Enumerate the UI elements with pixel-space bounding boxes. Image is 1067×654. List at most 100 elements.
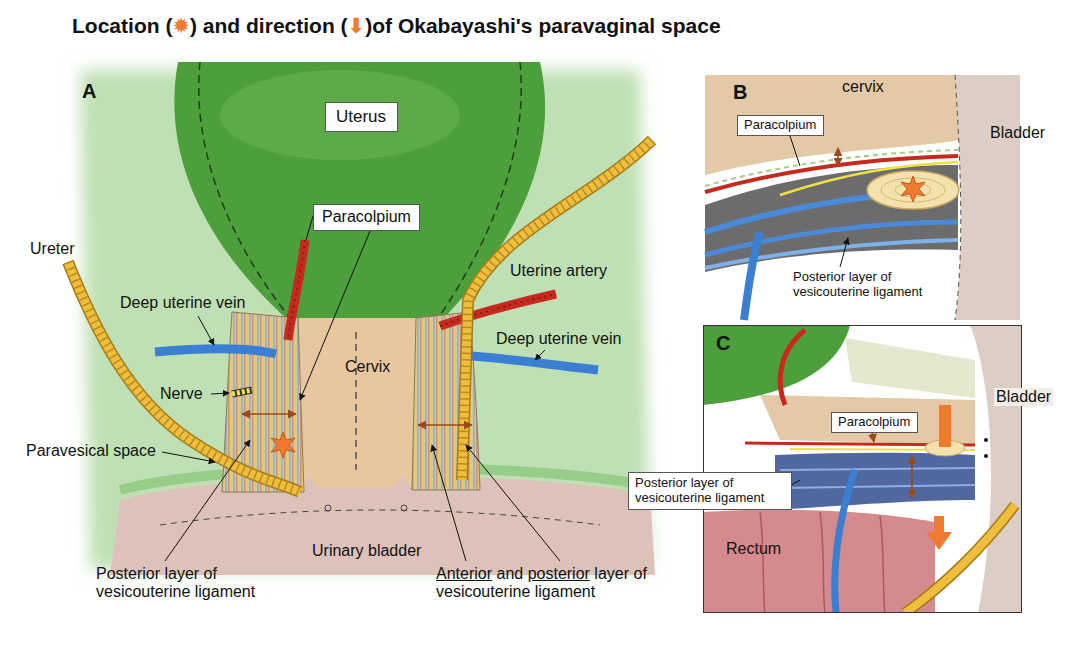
panel-c-illustration — [845, 338, 975, 398]
part-label: Cervix — [345, 358, 390, 376]
uterus-shape — [174, 62, 545, 322]
panel-c-illustration — [905, 505, 1015, 613]
blood-vessels — [155, 349, 276, 355]
uterus-shape — [199, 62, 300, 330]
uterus-shape — [174, 62, 545, 330]
panel-c-illustration — [880, 516, 885, 613]
part-label: Paravesical space — [26, 442, 156, 460]
star-marker — [271, 432, 295, 458]
panel-c-illustration — [703, 325, 1022, 613]
panel-c-illustration — [984, 438, 988, 442]
leader-line — [466, 445, 560, 561]
part-label: cervix — [842, 78, 884, 96]
panel-b-illustration — [705, 240, 958, 268]
star-marker — [271, 432, 295, 458]
box-text: Paracolpium — [838, 415, 910, 430]
panel-b-illustration — [901, 176, 925, 202]
panel-c-illustration — [905, 505, 1015, 613]
leader-line — [432, 445, 466, 561]
panel-b-illustration — [705, 75, 1020, 320]
panel-b-illustration — [955, 75, 1020, 320]
label-box: Posterior layer of vesicouterine ligamen… — [628, 472, 792, 510]
paracolpium-tissue — [222, 312, 480, 492]
panel-c-illustration — [780, 330, 805, 405]
part-label: Urinary bladder — [312, 542, 421, 560]
ureter-tube — [462, 140, 652, 480]
cervix-shape — [292, 318, 422, 488]
panel-c-illustration — [780, 468, 975, 470]
nerve-symbol — [232, 390, 252, 394]
part-label: Posterior layer of vesicouterine ligamen… — [96, 565, 286, 602]
part-label: Anterior and posterior layer of vesicout… — [436, 565, 654, 602]
panel-letter: C — [716, 332, 730, 355]
blood-vessels — [288, 240, 305, 340]
panel-c-illustration — [939, 405, 951, 447]
blood-vessels — [440, 294, 556, 326]
cervix-shape — [355, 332, 356, 470]
panel-c-illustration — [926, 532, 952, 550]
panel-c-illustration — [820, 512, 825, 613]
panel-c-illustration — [984, 454, 988, 458]
ureter-tube — [68, 140, 652, 492]
panel-c-illustration — [760, 512, 765, 613]
panel-c-illustration — [775, 453, 975, 510]
bladder-shape — [401, 505, 407, 511]
panel-c-illustration — [934, 516, 944, 532]
bladder-shape — [160, 510, 600, 525]
leader-line — [198, 316, 214, 345]
leader-line — [535, 350, 545, 360]
part-label: Uterine artery — [510, 262, 607, 280]
label-box: Uterus — [325, 102, 398, 132]
cervix-shape — [292, 318, 422, 488]
box-text: Uterus — [336, 107, 386, 127]
part-label: Deep uterine vein — [120, 294, 245, 312]
panel-c-illustration — [703, 510, 935, 613]
leader-line — [211, 393, 229, 394]
panel-c-illustration — [872, 432, 874, 442]
part-label: Posterior layer of vesicouterine ligamen… — [793, 270, 953, 300]
panel-b-illustration — [790, 136, 800, 166]
leader-line — [162, 452, 215, 462]
leader-line — [306, 216, 313, 240]
leader-line — [162, 216, 560, 561]
panel-c-illustration — [970, 325, 1022, 613]
panel-letter: B — [733, 81, 747, 104]
ureter-tube — [462, 140, 652, 480]
box-text: Posterior layer of vesicouterine ligamen… — [635, 476, 785, 506]
panel-c-illustration — [703, 325, 1022, 613]
part-label: Deep uterine vein — [496, 330, 621, 348]
panel-c-illustration — [911, 456, 913, 498]
part-label: Nerve — [160, 385, 203, 403]
part-label: Rectum — [726, 540, 781, 558]
box-text: Paracolpium — [322, 208, 411, 226]
part-label: Bladder — [994, 388, 1053, 406]
leader-line — [165, 440, 250, 561]
panel-b-illustration — [867, 171, 959, 209]
nerve-symbol — [232, 390, 252, 394]
panel-frame: C Paracolpium — [703, 325, 1022, 613]
uterus-shape — [220, 70, 460, 160]
panel-c-illustration — [835, 470, 855, 613]
panel-b-illustration — [744, 232, 760, 320]
blood-vessels — [472, 356, 598, 370]
double-arrow — [242, 413, 296, 415]
label-box: Paracolpium — [313, 204, 420, 231]
box-text: Paracolpium — [744, 118, 816, 133]
double-arrow — [418, 424, 472, 426]
panel-c-illustration — [703, 325, 850, 405]
label-box: Paracolpium — [737, 115, 824, 136]
blood-vessels — [288, 240, 305, 340]
panel-c-illustration — [780, 485, 975, 488]
nerve-symbol — [232, 390, 252, 394]
panel-b-illustration — [837, 148, 839, 166]
title: Location (✹) and direction (⬇)of Okabaya… — [72, 14, 721, 38]
label-box: Paracolpium — [831, 412, 918, 433]
bladder-shape — [110, 476, 655, 575]
blood-vessels — [440, 294, 556, 326]
bladder-shape — [325, 505, 331, 511]
panel-b-illustration — [840, 238, 848, 267]
part-label: Ureter — [30, 240, 74, 258]
panel-letter: A — [82, 80, 96, 103]
